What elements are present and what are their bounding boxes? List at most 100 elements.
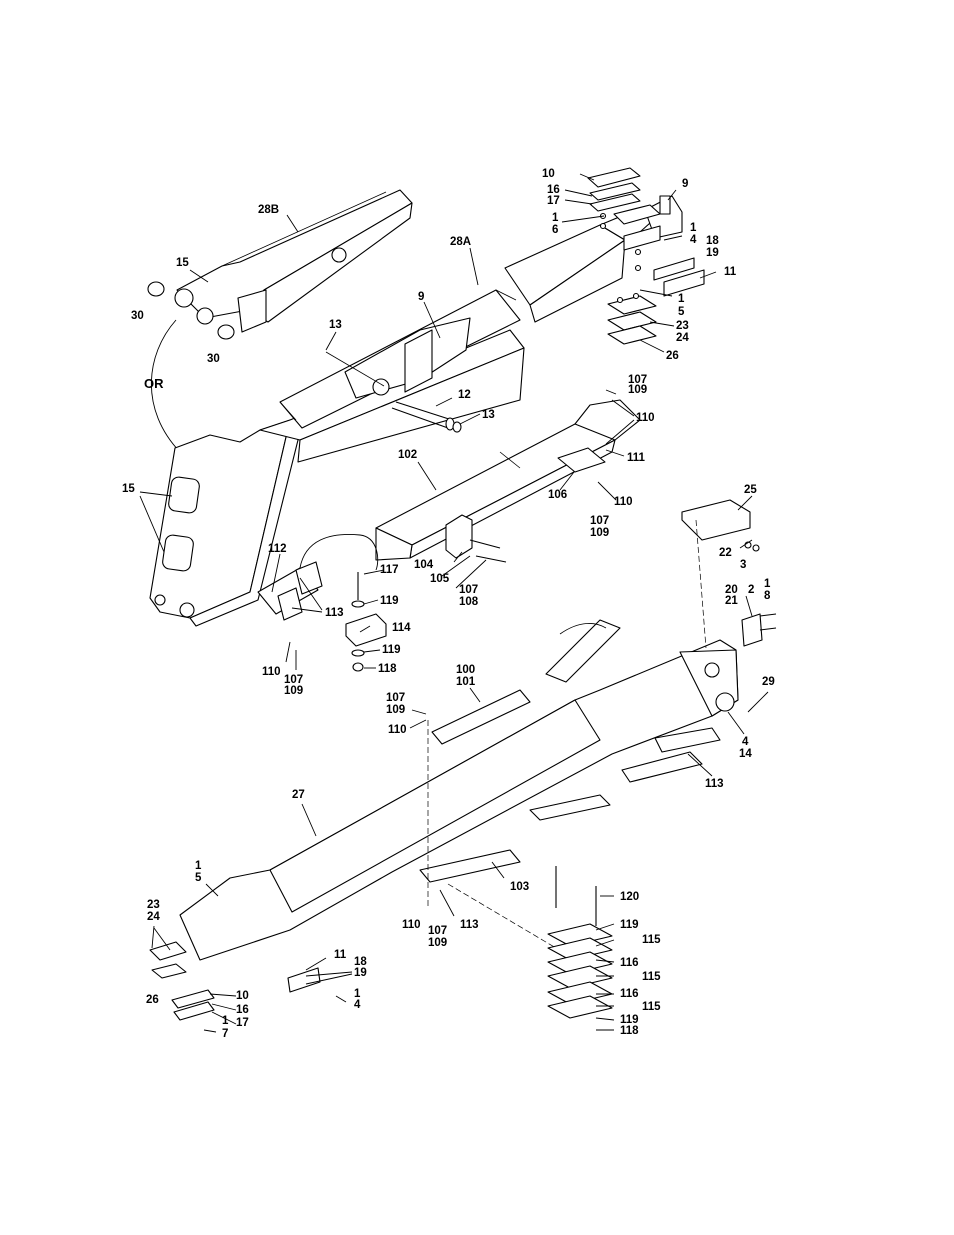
callout-label: 104 [414,559,434,571]
callout-label: 1 [690,222,697,234]
callout-label: 14 [739,748,752,760]
callout-label: 1 [764,578,771,590]
callout-label: 109 [628,384,647,396]
callout-label: 115 [642,934,661,946]
boom-section-28b [147,189,413,453]
boom-section-28a [149,195,683,627]
callout-label: 4 [354,999,361,1011]
callout-label: 30 [131,310,144,322]
callout-label: 15 [122,483,135,495]
callout-label: 1 [222,1015,229,1027]
callout-label: 120 [620,891,639,903]
callout-label: 5 [195,872,202,884]
callout-label: 113 [705,778,724,790]
callout-label: 109 [284,685,303,697]
callout-label: 20 [725,584,738,596]
callout-label: 29 [762,676,775,688]
callout-label: 107 [284,674,303,686]
callout-label: 13 [329,319,342,331]
callout-label: 110 [388,724,407,736]
callout-label: 110 [636,412,655,424]
callout-label: 10 [542,168,555,180]
callout-label: 109 [386,704,405,716]
cable-carrier-chain [431,619,621,745]
callout-label: 116 [620,957,639,969]
callout-label: 17 [236,1017,249,1029]
callout-label: 10 [236,990,249,1002]
callout-label: 4 [742,736,749,748]
callout-label: 101 [456,676,476,688]
callout-label: 28B [258,204,279,216]
callout-label: 119 [620,1014,639,1026]
callout-label: 7 [222,1028,228,1040]
leader-lines [139,173,769,1033]
wear-pad-stack-top [587,167,661,230]
pin-30-lower [217,324,235,340]
bracket-25 [681,499,760,552]
callout-label: 113 [325,607,344,619]
callout-label: 119 [382,644,401,656]
callout-label: 115 [642,1001,661,1013]
callout-label: 11 [724,266,737,278]
callout-label: 25 [744,484,757,496]
callout-label: 22 [719,547,732,559]
callout-label: 16 [236,1004,249,1016]
callout-label: 1 [354,988,361,1000]
callout-label-or: OR [144,376,164,391]
callout-label: 3 [740,559,746,571]
callout-label: 27 [292,789,305,801]
callout-label: 107 [459,584,478,596]
callout-label: 15 [176,257,189,269]
callout-label: 11 [334,949,347,961]
callout-label: 26 [146,994,159,1006]
callout-label: 107 [590,515,609,527]
callout-label: 2 [748,584,754,596]
callout-label: 26 [666,350,679,362]
callout-label: 113 [460,919,479,931]
callout-label: 21 [725,595,738,607]
callout-label: 24 [147,911,160,923]
callout-label: 119 [380,595,399,607]
callout-label: 12 [458,389,471,401]
callout-label: 17 [547,195,560,207]
callout-label: 110 [262,666,281,678]
callout-label: 19 [706,247,719,259]
callout-label: 110 [402,919,421,931]
callout-labels: 10 16 17 9 28B 1 6 1 4 18 19 28A 15 11 3… [122,168,775,1040]
pin-30-upper [147,281,165,297]
callout-label: 110 [614,496,633,508]
callout-label: 30 [207,353,220,365]
callout-label: 109 [590,527,609,539]
callout-label: 112 [268,543,287,555]
callout-label: 24 [676,332,689,344]
boom-section-27 [149,639,739,1021]
callout-label: 8 [764,590,771,602]
callout-label: 119 [620,919,639,931]
callout-label: 107 [386,692,405,704]
callout-label: 28A [450,236,471,248]
callout-label: 111 [627,452,646,464]
callout-label: 117 [380,564,399,576]
callout-label: 19 [354,967,367,979]
clamp-assembly [741,613,777,647]
callout-label: 100 [456,664,475,676]
callout-label: 16 [547,184,560,196]
callout-label: 1 [552,212,559,224]
callout-label: 103 [510,881,529,893]
callout-label: 18 [354,956,367,968]
callout-label: 107 [628,374,647,386]
callout-label: 4 [690,234,697,246]
callout-label: 1 [678,293,685,305]
callout-label: 118 [378,663,397,675]
wear-pad-stack-bottom [607,292,657,345]
callout-label: 1 [195,860,202,872]
callout-label: 13 [482,409,495,421]
callout-label: 9 [682,178,688,190]
wear-pad-stack-side [623,225,705,297]
callout-label: 106 [548,489,567,501]
callout-label: 107 [428,925,447,937]
callout-label: 114 [392,622,411,634]
callout-label: 5 [678,306,685,318]
callout-label: 23 [147,899,160,911]
callout-label: 102 [398,449,417,461]
